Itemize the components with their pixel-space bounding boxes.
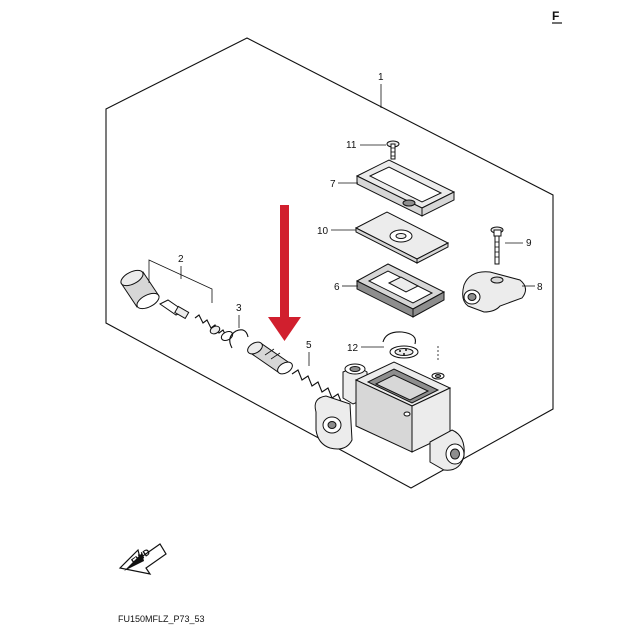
callout-5: 5 — [306, 340, 312, 351]
corner-mark: F — [552, 9, 559, 23]
part-2-piston-set — [120, 269, 234, 341]
red-indicator-arrow — [268, 205, 301, 341]
fwd-direction-arrow: FWD — [118, 543, 167, 575]
part-12-ring — [382, 331, 419, 359]
callout-8: 8 — [537, 282, 543, 293]
callout-7: 7 — [330, 179, 336, 190]
part-9-bolt — [490, 226, 504, 265]
callout-6: 6 — [334, 282, 340, 293]
highlighted-piston — [247, 341, 293, 375]
callout-10: 10 — [317, 226, 329, 237]
part-3-circlip — [229, 329, 249, 349]
assembly-outline-box — [105, 37, 554, 489]
callout-3: 3 — [236, 303, 242, 314]
part-6-diaphragm — [355, 263, 446, 318]
part-8-clamp — [462, 271, 526, 313]
callout-11: 11 — [346, 140, 357, 151]
master-cylinder-body — [314, 361, 465, 471]
footer-code: FU150MFLZ_P73_53 — [118, 614, 205, 624]
callout-1: 1 — [378, 72, 384, 83]
callout-12: 12 — [347, 343, 359, 354]
callout-2: 2 — [178, 254, 184, 265]
part-7-reservoir-cap — [355, 159, 456, 217]
part-11-screw — [386, 140, 400, 160]
callout-9: 9 — [526, 238, 532, 249]
part-10-plate — [354, 211, 450, 264]
part-5-spring — [291, 369, 343, 405]
